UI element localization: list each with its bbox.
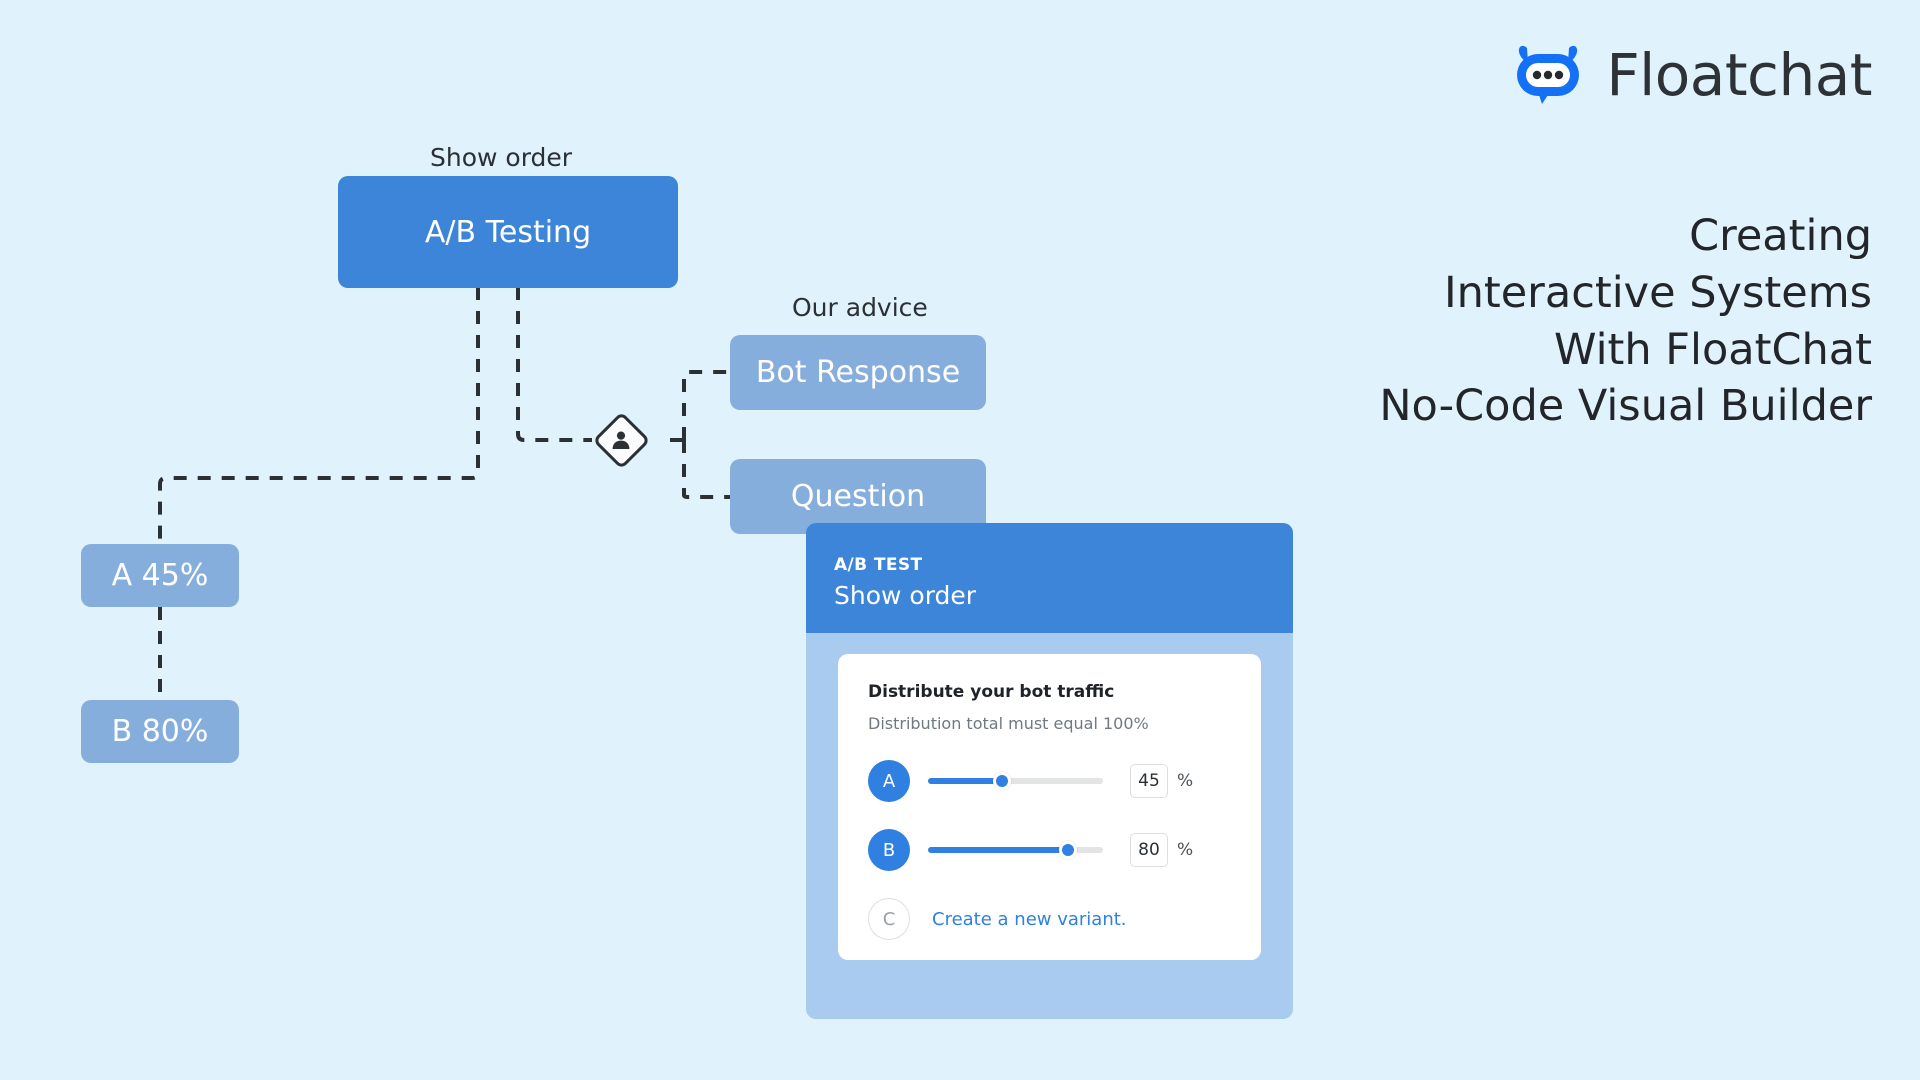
panel-title: Show order <box>834 581 977 610</box>
headline-line-1: Creating <box>1689 211 1872 261</box>
variant-badge-c: C <box>868 898 910 940</box>
person-icon <box>592 411 650 469</box>
headline-line-3: With FloatChat <box>1554 324 1872 375</box>
variant-badge-b[interactable]: B <box>868 829 910 871</box>
panel-kicker: A/B TEST <box>834 555 923 575</box>
slider-fill-b <box>928 847 1068 853</box>
caption-show-order: Show order <box>430 143 573 172</box>
variant-row-b: B 80 % <box>868 829 1231 871</box>
ab-test-panel: A/B TEST Show order Distribute your bot … <box>806 523 1293 1019</box>
connector-branch-to-question <box>682 440 730 499</box>
slider-thumb-a <box>992 772 1011 790</box>
create-variant-link[interactable]: Create a new variant. <box>932 908 1127 930</box>
headline: Creating Interactive Systems With FloatC… <box>1379 208 1872 435</box>
node-question[interactable]: Question <box>730 459 986 534</box>
new-variant-row[interactable]: C Create a new variant. <box>868 898 1231 940</box>
variant-percent-input-b[interactable]: 80 <box>1130 833 1168 867</box>
brand-lockup: Floatchat <box>1512 40 1872 110</box>
brand-name: Floatchat <box>1606 41 1872 109</box>
chatbot-logo-icon <box>1512 40 1590 110</box>
variant-slider-a[interactable] <box>928 772 1103 790</box>
variant-slider-b[interactable] <box>928 841 1103 859</box>
headline-line-4: No-Code Visual Builder <box>1379 381 1872 432</box>
percent-sign-a: % <box>1177 771 1194 791</box>
connector-ab-to-person <box>516 287 592 442</box>
connector-ab-to-variant-a <box>158 287 480 544</box>
node-ab-testing[interactable]: A/B Testing <box>338 176 678 288</box>
card-title: Distribute your bot traffic <box>868 682 1115 702</box>
headline-line-2: Interactive Systems <box>1443 267 1872 318</box>
connector-branch-to-bot-response <box>682 370 730 440</box>
node-person-decision[interactable] <box>592 411 650 469</box>
percent-sign-b: % <box>1177 840 1194 860</box>
caption-our-advice: Our advice <box>792 293 928 322</box>
node-variant-a[interactable]: A 45% <box>81 544 239 607</box>
distribution-card: Distribute your bot traffic Distribution… <box>838 654 1261 960</box>
variant-badge-a[interactable]: A <box>868 760 910 802</box>
slider-fill-a <box>928 778 1002 784</box>
slider-thumb-b <box>1059 841 1077 859</box>
variant-percent-input-a[interactable]: 45 <box>1130 764 1168 798</box>
card-subtitle: Distribution total must equal 100% <box>868 714 1149 733</box>
node-variant-b[interactable]: B 80% <box>81 700 239 763</box>
variant-row-a: A 45 % <box>868 760 1231 802</box>
panel-header: A/B TEST Show order <box>806 523 1293 633</box>
node-bot-response[interactable]: Bot Response <box>730 335 986 410</box>
